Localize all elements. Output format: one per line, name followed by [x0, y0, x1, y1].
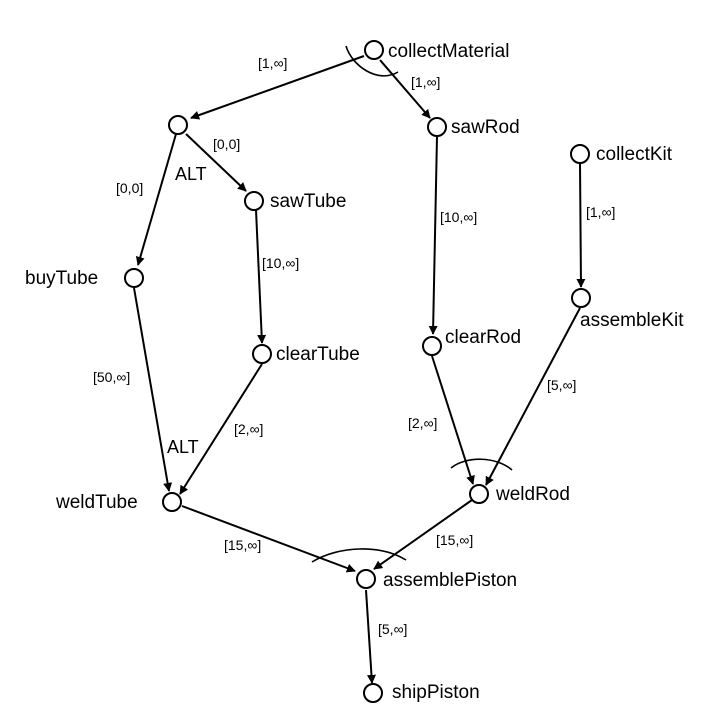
edge-label-weldtube-assemblepiston: [15,∞] [224, 537, 261, 553]
edge-assemblepiston-shippiston [365, 589, 376, 684]
edge-alt-buytube [135, 133, 177, 266]
node-alt-split [168, 115, 188, 135]
node-cleartube: clearTube [252, 344, 360, 365]
edge-sawrod-clearrod [428, 135, 438, 335]
node-collectkit: collectKit [570, 144, 673, 165]
edge-collectmaterial-alt [190, 55, 365, 120]
node-sawrod: sawRod [427, 117, 520, 138]
edge-buytube-weldtube [133, 287, 173, 492]
edge-label-collectmaterial-alt: [1,∞] [258, 55, 287, 71]
node-label-sawtube: sawTube [270, 191, 346, 212]
edge-label-sawrod-clearrod: [10,∞] [440, 209, 477, 225]
node-label-collectkit: collectKit [596, 144, 673, 165]
node-weldtube: weldTube [55, 492, 182, 513]
node-label-buytube: buyTube [25, 268, 98, 289]
edge-label-assemblepiston-shippiston: [5,∞] [378, 621, 407, 637]
node-label-shippiston: shipPiston [392, 682, 480, 703]
edge-weldrod-assemblepiston [373, 499, 473, 570]
node-buytube: buyTube [25, 268, 144, 289]
node-sawtube: sawTube [244, 191, 346, 212]
alt-label-top: ALT [175, 164, 207, 184]
alt-label-bottom: ALT [167, 437, 199, 457]
node-label-weldtube: weldTube [55, 492, 138, 513]
edge-label-clearrod-weldrod: [2,∞] [408, 415, 437, 431]
node-label-cleartube: clearTube [276, 344, 360, 365]
node-label-assemblepiston: assemblePiston [383, 570, 517, 591]
edge-label-alt-buytube: [0,0] [116, 180, 143, 196]
edge-clearrod-weldrod [431, 355, 475, 485]
edge-label-collectmaterial-sawrod: [1,∞] [411, 74, 440, 90]
node-collectmaterial: collectMaterial [364, 40, 509, 62]
edge-cleartube-weldtube [179, 363, 263, 495]
edge-label-alt-sawtube: [0,0] [213, 136, 240, 152]
conjunction-arc-weldrod [450, 458, 513, 471]
edge-label-sawtube-cleartube: [10,∞] [262, 255, 299, 271]
node-label-assemblekit: assembleKit [580, 310, 684, 331]
edge-label-assemblekit-weldrod: [5,∞] [547, 377, 576, 393]
conjunction-arc-assemblepiston [311, 548, 407, 563]
edge-collectkit-assemblekit [576, 163, 586, 288]
edge-weldtube-assemblepiston [181, 505, 356, 573]
node-assemblekit: assembleKit [571, 288, 684, 331]
edge-alt-sawtube [185, 133, 247, 192]
conjunction-arc-collectmaterial [345, 45, 399, 77]
edge-label-weldrod-assemblepiston: [15,∞] [436, 532, 473, 548]
node-assemblepiston: assemblePiston [356, 569, 517, 591]
node-weldrod: weldRod [469, 484, 570, 505]
node-shippiston: shipPiston [363, 682, 480, 703]
edge-label-buytube-weldtube: [50,∞] [93, 369, 130, 385]
node-label-weldrod: weldRod [495, 484, 570, 505]
node-label-collectmaterial: collectMaterial [388, 41, 509, 62]
edge-assemblekit-weldrod [485, 307, 581, 486]
node-label-clearrod: clearRod [445, 327, 521, 348]
edge-sawtube-cleartube [255, 209, 267, 344]
edge-label-collectkit-assemblekit: [1,∞] [586, 204, 615, 220]
node-label-sawrod: sawRod [451, 117, 520, 138]
edge-collectmaterial-sawrod [379, 59, 431, 119]
node-clearrod: clearRod [422, 327, 521, 356]
edge-label-cleartube-weldtube: [2,∞] [234, 421, 263, 437]
